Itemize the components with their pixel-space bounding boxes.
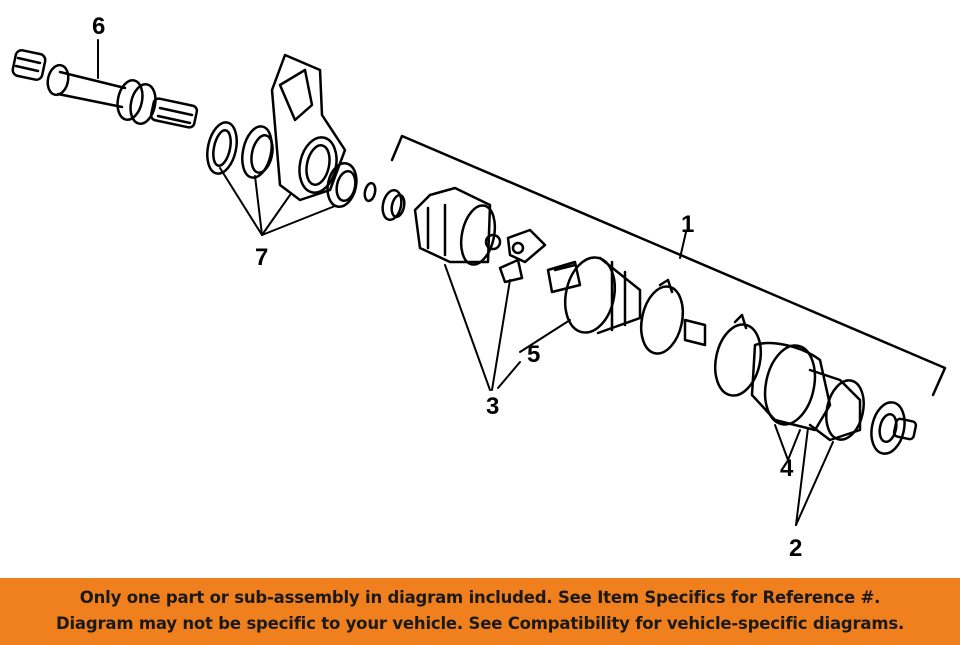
outer-joint-kit-part: [713, 313, 918, 455]
drive-axle-exploded-diagram: 6 7 1 5 3 4 2: [11, 13, 947, 562]
callout-4: 4: [780, 455, 794, 482]
callout-7: 7: [255, 244, 268, 271]
disclaimer-line-2: Diagram may not be specific to your vehi…: [55, 614, 905, 633]
callout-6: 6: [92, 13, 105, 40]
callout-2: 2: [789, 535, 802, 562]
intermediate-shaft-part: [11, 49, 199, 129]
disclaimer-line-1: Only one part or sub-assembly in diagram…: [79, 588, 881, 607]
boot-kit-part: [546, 256, 707, 355]
leader-lines: [97, 39, 834, 526]
callout-1: 1: [681, 211, 694, 238]
inner-joint-kit-part: [363, 181, 547, 284]
callout-3: 3: [486, 393, 499, 420]
disclaimer-banner: Only one part or sub-assembly in diagram…: [0, 578, 960, 645]
bracket-bearing-kit-part: [206, 53, 358, 208]
assembly-span-bracket: [390, 134, 947, 397]
callout-5: 5: [527, 341, 540, 368]
